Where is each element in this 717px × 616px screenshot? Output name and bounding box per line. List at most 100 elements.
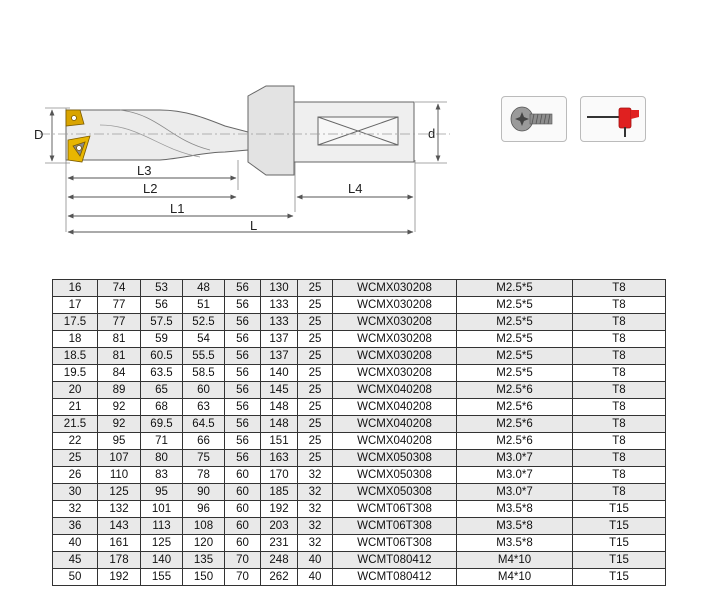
table-cell: 56 bbox=[224, 364, 261, 382]
table-cell: M2.5*5 bbox=[456, 364, 573, 382]
table-cell: WCMX050308 bbox=[332, 483, 457, 501]
table-cell: WCMX030208 bbox=[332, 347, 457, 365]
table-cell: 125 bbox=[140, 534, 183, 552]
table-cell: 19.5 bbox=[52, 364, 98, 382]
table-cell: M4*10 bbox=[456, 568, 573, 586]
table-cell: 40 bbox=[297, 551, 333, 569]
table-cell: 60 bbox=[224, 483, 261, 501]
table-cell: T8 bbox=[572, 398, 666, 416]
table-cell: 262 bbox=[260, 568, 298, 586]
table-cell: 56 bbox=[224, 347, 261, 365]
table-cell: WCMX030208 bbox=[332, 330, 457, 348]
table-cell: 32 bbox=[297, 483, 333, 501]
table-cell: 113 bbox=[140, 517, 183, 535]
table-cell: 155 bbox=[140, 568, 183, 586]
table-cell: 70 bbox=[224, 551, 261, 569]
table-cell: T8 bbox=[572, 279, 666, 297]
table-cell: 74 bbox=[97, 279, 141, 297]
table-cell: T8 bbox=[572, 449, 666, 467]
table-cell: 231 bbox=[260, 534, 298, 552]
table-cell: M2.5*6 bbox=[456, 398, 573, 416]
table-cell: 18 bbox=[52, 330, 98, 348]
table-cell: WCMT080412 bbox=[332, 551, 457, 569]
table-cell: 84 bbox=[97, 364, 141, 382]
table-cell: 192 bbox=[260, 500, 298, 518]
dim-label-d: d bbox=[428, 126, 435, 141]
table-cell: 25 bbox=[297, 381, 333, 399]
table-cell: M2.5*6 bbox=[456, 415, 573, 433]
table-cell: WCMX030208 bbox=[332, 364, 457, 382]
table-cell: 54 bbox=[182, 330, 225, 348]
table-cell: 130 bbox=[260, 279, 298, 297]
table-cell: T8 bbox=[572, 483, 666, 501]
table-cell: 83 bbox=[140, 466, 183, 484]
table-cell: 90 bbox=[182, 483, 225, 501]
table-cell: 56 bbox=[224, 381, 261, 399]
table-cell: 163 bbox=[260, 449, 298, 467]
table-cell: 148 bbox=[260, 415, 298, 433]
table-cell: 55.5 bbox=[182, 347, 225, 365]
table-cell: 40 bbox=[52, 534, 98, 552]
table-cell: 248 bbox=[260, 551, 298, 569]
table-cell: 71 bbox=[140, 432, 183, 450]
screw-thumbnail bbox=[501, 96, 567, 142]
table-cell: 110 bbox=[97, 466, 141, 484]
table-cell: WCMX050308 bbox=[332, 449, 457, 467]
table-cell: 80 bbox=[140, 449, 183, 467]
dim-label-L4: L4 bbox=[348, 181, 362, 196]
table-cell: WCMT06T308 bbox=[332, 500, 457, 518]
table-cell: 77 bbox=[97, 296, 141, 314]
table-cell: 140 bbox=[140, 551, 183, 569]
table-cell: 60 bbox=[224, 466, 261, 484]
table-cell: 203 bbox=[260, 517, 298, 535]
table-cell: 96 bbox=[182, 500, 225, 518]
table-cell: 101 bbox=[140, 500, 183, 518]
dim-label-L3: L3 bbox=[137, 163, 151, 178]
table-cell: M3.5*8 bbox=[456, 534, 573, 552]
table-cell: M4*10 bbox=[456, 551, 573, 569]
table-cell: 58.5 bbox=[182, 364, 225, 382]
table-cell: T8 bbox=[572, 364, 666, 382]
table-cell: WCMX030208 bbox=[332, 279, 457, 297]
table-cell: 17.5 bbox=[52, 313, 98, 331]
table-cell: WCMT06T308 bbox=[332, 534, 457, 552]
table-cell: 20 bbox=[52, 381, 98, 399]
table-cell: 60 bbox=[182, 381, 225, 399]
table-cell: 95 bbox=[97, 432, 141, 450]
table-cell: 48 bbox=[182, 279, 225, 297]
table-cell: 63.5 bbox=[140, 364, 183, 382]
table-cell: 16 bbox=[52, 279, 98, 297]
table-cell: M2.5*5 bbox=[456, 347, 573, 365]
table-cell: 151 bbox=[260, 432, 298, 450]
table-cell: T8 bbox=[572, 313, 666, 331]
table-cell: 32 bbox=[297, 517, 333, 535]
table-cell: 65 bbox=[140, 381, 183, 399]
table-cell: 32 bbox=[297, 466, 333, 484]
table-cell: T15 bbox=[572, 534, 666, 552]
table-cell: T8 bbox=[572, 466, 666, 484]
table-cell: 150 bbox=[182, 568, 225, 586]
table-cell: 17 bbox=[52, 296, 98, 314]
table-cell: 56 bbox=[224, 432, 261, 450]
table-cell: 69.5 bbox=[140, 415, 183, 433]
table-cell: 25 bbox=[297, 330, 333, 348]
table-cell: M3.5*8 bbox=[456, 517, 573, 535]
table-cell: 107 bbox=[97, 449, 141, 467]
table-cell: 120 bbox=[182, 534, 225, 552]
table-cell: 133 bbox=[260, 296, 298, 314]
table-cell: WCMX030208 bbox=[332, 313, 457, 331]
insert-bottom bbox=[67, 135, 91, 163]
table-cell: 81 bbox=[97, 330, 141, 348]
table-cell: 25 bbox=[297, 279, 333, 297]
drill-body bbox=[65, 85, 415, 176]
table-cell: 192 bbox=[97, 568, 141, 586]
table-cell: 18.5 bbox=[52, 347, 98, 365]
